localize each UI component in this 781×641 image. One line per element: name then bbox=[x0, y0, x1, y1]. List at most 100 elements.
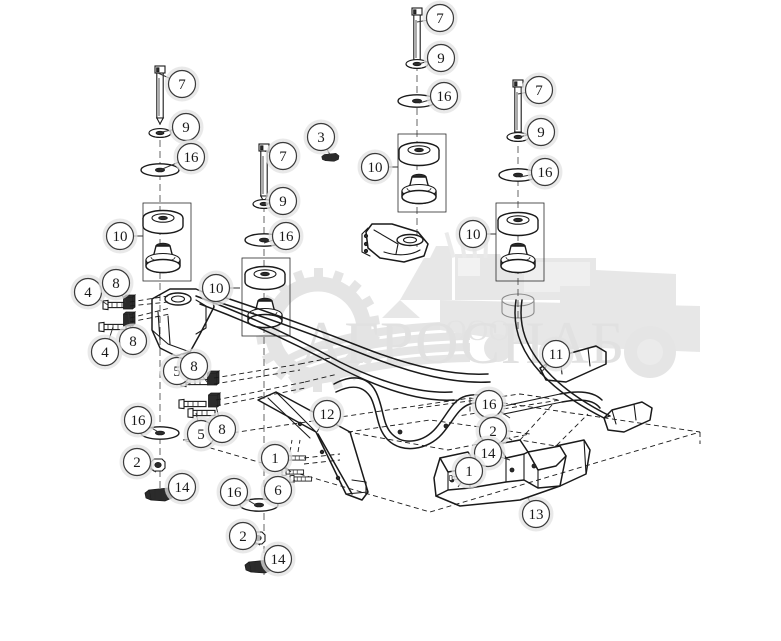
callout-11[interactable]: 11 bbox=[538, 336, 574, 375]
callout-16[interactable]: 16 bbox=[263, 218, 304, 254]
callout-7[interactable]: 7 bbox=[263, 138, 301, 174]
callout-number: 14 bbox=[481, 446, 497, 462]
isolator-top-part bbox=[244, 265, 286, 291]
callout-number: 16 bbox=[437, 89, 453, 105]
callout-bubble[interactable] bbox=[123, 405, 153, 435]
callout-10[interactable]: 10 bbox=[198, 270, 241, 306]
callout-8[interactable]: 8 bbox=[176, 348, 212, 384]
callout-9[interactable]: 9 bbox=[261, 183, 301, 219]
callout-bubble[interactable] bbox=[521, 499, 551, 529]
callout-bubble[interactable] bbox=[530, 157, 560, 187]
callout-number: 6 bbox=[274, 483, 282, 499]
callout-bubble[interactable] bbox=[268, 141, 298, 171]
callout-bubble[interactable] bbox=[526, 117, 556, 147]
callout-7[interactable]: 7 bbox=[157, 66, 200, 102]
assembly-stack-center-left bbox=[239, 143, 291, 575]
callout-bubble[interactable] bbox=[306, 122, 336, 152]
callout-bubble[interactable] bbox=[425, 3, 455, 33]
callout-bubble[interactable] bbox=[167, 69, 197, 99]
callout-bubble[interactable] bbox=[118, 326, 148, 356]
callout-bubble[interactable] bbox=[228, 521, 258, 551]
callout-number: 10 bbox=[466, 227, 481, 243]
callout-12[interactable]: 12 bbox=[309, 396, 345, 433]
callout-number: 9 bbox=[537, 125, 545, 141]
callout-7[interactable]: 7 bbox=[416, 0, 458, 36]
isolator-bottom-part bbox=[401, 173, 437, 205]
isolator-top-part bbox=[142, 209, 184, 235]
callout-number: 2 bbox=[489, 424, 497, 440]
callout-bubble[interactable] bbox=[122, 447, 152, 477]
callout-bubble[interactable] bbox=[268, 186, 298, 216]
callout-16[interactable]: 16 bbox=[216, 474, 257, 510]
isolator-bottom-part bbox=[247, 297, 283, 329]
callout-8[interactable]: 8 bbox=[98, 265, 134, 304]
callout-bubble[interactable] bbox=[524, 75, 554, 105]
callout-number: 9 bbox=[437, 51, 445, 67]
callout-bubble[interactable] bbox=[263, 544, 293, 574]
callout-number: 8 bbox=[218, 422, 226, 438]
callout-number: 14 bbox=[271, 552, 287, 568]
callout-bubble[interactable] bbox=[167, 472, 197, 502]
callout-1[interactable]: 1 bbox=[257, 440, 293, 476]
callout-13[interactable]: 13 bbox=[518, 496, 554, 532]
callout-10[interactable]: 10 bbox=[102, 218, 144, 254]
callout-8[interactable]: 8 bbox=[204, 405, 240, 447]
callout-9[interactable]: 9 bbox=[417, 40, 459, 76]
callout-bubble[interactable] bbox=[541, 339, 571, 369]
callout-2[interactable]: 2 bbox=[119, 444, 157, 480]
callout-number: 14 bbox=[175, 480, 191, 496]
callout-bubble[interactable] bbox=[429, 81, 459, 111]
callout-9[interactable]: 9 bbox=[156, 109, 204, 145]
callout-16[interactable]: 16 bbox=[471, 386, 511, 422]
callout-bubble[interactable] bbox=[219, 477, 249, 507]
callout-10[interactable]: 10 bbox=[455, 216, 497, 252]
cast-bracket-arm bbox=[361, 223, 429, 263]
callout-4[interactable]: 4 bbox=[87, 326, 123, 370]
callout-number: 10 bbox=[368, 160, 383, 176]
callout-6[interactable]: 6 bbox=[260, 472, 296, 508]
callout-bubble[interactable] bbox=[179, 351, 209, 381]
callout-16[interactable]: 16 bbox=[519, 154, 563, 190]
callout-number: 1 bbox=[465, 464, 473, 480]
isolator-mount-bracket bbox=[241, 257, 291, 337]
callout-9[interactable]: 9 bbox=[518, 114, 559, 150]
callout-14[interactable]: 14 bbox=[164, 469, 200, 505]
callout-bubble[interactable] bbox=[360, 152, 390, 182]
callout-number: 4 bbox=[101, 345, 109, 361]
callout-number: 5 bbox=[173, 364, 181, 380]
callout-bubble[interactable] bbox=[263, 475, 293, 505]
lock-washer-part bbox=[148, 128, 172, 138]
callout-3[interactable]: 3 bbox=[303, 119, 339, 156]
callout-1[interactable]: 1 bbox=[451, 453, 487, 489]
callout-7[interactable]: 7 bbox=[517, 72, 557, 108]
callout-bubble[interactable] bbox=[260, 443, 290, 473]
callout-number: 2 bbox=[133, 455, 141, 471]
callout-bubble[interactable] bbox=[312, 399, 342, 429]
callout-bubble[interactable] bbox=[271, 221, 301, 251]
callout-number: 10 bbox=[113, 229, 128, 245]
callout-number: 13 bbox=[529, 507, 544, 523]
callout-8[interactable]: 8 bbox=[115, 312, 151, 359]
callout-bubble[interactable] bbox=[207, 414, 237, 444]
callout-2[interactable]: 2 bbox=[225, 518, 261, 554]
callout-bubble[interactable] bbox=[454, 456, 484, 486]
phantom-floor-plate bbox=[182, 393, 701, 513]
callout-16[interactable]: 16 bbox=[159, 139, 209, 175]
callout-bubble[interactable] bbox=[105, 221, 135, 251]
callout-bubble[interactable] bbox=[90, 337, 120, 367]
isolator-mount-bracket bbox=[397, 133, 447, 213]
callout-bubble[interactable] bbox=[458, 219, 488, 249]
callout-14[interactable]: 14 bbox=[260, 541, 296, 577]
callout-16[interactable]: 16 bbox=[418, 78, 462, 114]
left-bracket-arm bbox=[98, 288, 215, 357]
callout-10[interactable]: 10 bbox=[357, 149, 399, 185]
callout-bubble[interactable] bbox=[201, 273, 231, 303]
callout-bubble[interactable] bbox=[176, 142, 206, 172]
callout-16[interactable]: 16 bbox=[120, 402, 161, 438]
callout-number: 7 bbox=[279, 149, 287, 165]
callout-number: 16 bbox=[482, 397, 498, 413]
callout-bubble[interactable] bbox=[426, 43, 456, 73]
callout-bubble[interactable] bbox=[101, 268, 131, 298]
